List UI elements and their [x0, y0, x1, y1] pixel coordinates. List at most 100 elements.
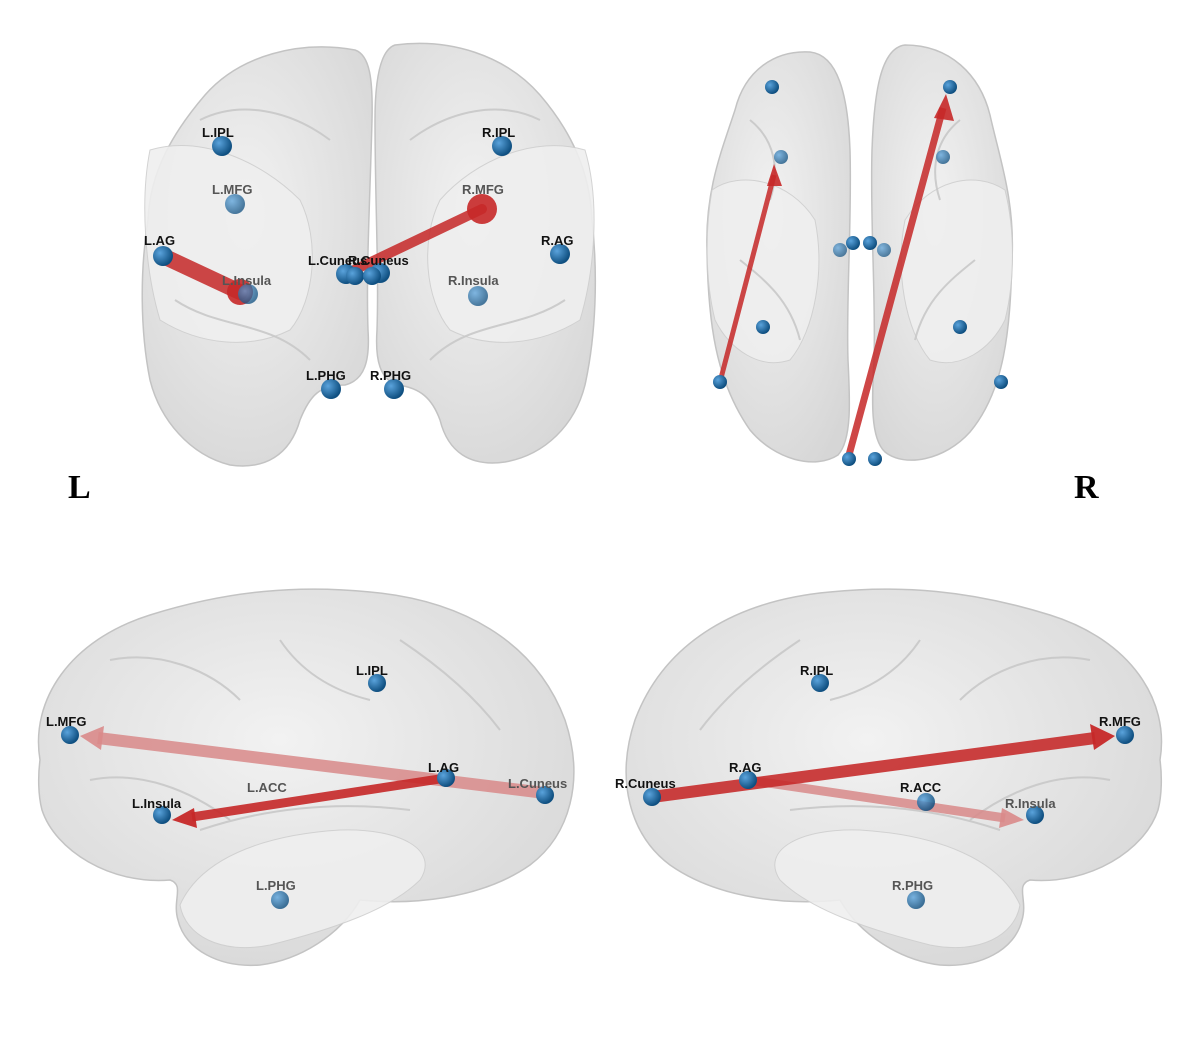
coronal-gyrus-4 [429, 299, 566, 361]
axial-lobe-overlay-right [900, 179, 1013, 364]
label-l-insula-sag: L.Insula [132, 796, 182, 811]
edge-head-r-mfg [467, 194, 497, 224]
node-r-ag [550, 244, 570, 264]
edge-head-r-mfg-sag [1090, 724, 1115, 750]
label-l-cuneus-sag: L.Cuneus [508, 776, 567, 791]
node-axial-11 [713, 375, 727, 389]
node-r-insula-sag [1026, 806, 1044, 824]
label-l-ipl: L.IPL [202, 125, 234, 140]
label-r-phg: R.PHG [370, 368, 411, 383]
edge-head-l-mfg [80, 726, 104, 750]
left-sag-gyrus-3 [399, 639, 501, 731]
right-sag-gyrus-3 [699, 639, 801, 731]
left-sag-gyrus-2 [279, 639, 371, 701]
node-l-cuneus-sag [536, 786, 554, 804]
node-l-insula [238, 284, 258, 304]
node-l-insula-sag [153, 806, 171, 824]
axial-gyrus-4 [914, 259, 976, 341]
label-r-ag-sag: R.AG [729, 760, 762, 775]
right-lateral-brain [625, 588, 1163, 967]
node-l-mfg-sag [61, 726, 79, 744]
node-l-ipl-sag [368, 674, 386, 692]
coronal-view: L.IPL R.IPL L.MFG R.MFG L.AG R.AG L.Insu… [141, 42, 597, 467]
label-l-acc-sag: L.ACC [247, 780, 287, 795]
edge-l-ag-to-l-insula [155, 248, 248, 300]
left-lateral-brain [37, 588, 575, 967]
label-r-mfg-sag: R.MFG [1099, 714, 1141, 729]
node-r-phg-sag [907, 891, 925, 909]
label-l-mfg-sag: L.MFG [46, 714, 86, 729]
label-l-mfg: L.MFG [212, 182, 252, 197]
label-r-insula-sag: R.Insula [1005, 796, 1056, 811]
edge-r-cuneus-to-r-mfg [651, 732, 1096, 803]
left-lobe-overlay [144, 145, 313, 343]
coronal-gyrus-1 [199, 108, 331, 141]
label-r-ipl: R.IPL [482, 125, 515, 140]
node-r-mfg-sag [1116, 726, 1134, 744]
node-axial-1 [765, 80, 779, 94]
node-l-cuneus-2 [346, 267, 364, 285]
edge-l-ag-to-l-insula [191, 773, 447, 822]
edge-head-r-insula [999, 808, 1024, 828]
axial-view [706, 44, 1014, 466]
left-side-label: L [68, 469, 91, 506]
node-r-ag-sag [739, 771, 757, 789]
node-axial-10 [953, 320, 967, 334]
right-sag-gyrus-2 [829, 639, 921, 701]
node-axial-3 [774, 150, 788, 164]
edge-l-cuneus-to-l-mfg [97, 732, 546, 799]
node-r-insula [468, 286, 488, 306]
axial-lobe-overlay-left [706, 179, 820, 364]
right-sag-gyrus-5 [789, 805, 1001, 831]
node-l-mfg [225, 194, 245, 214]
edge-l-cuneus-to-r-mfg [345, 204, 487, 277]
axial-gyrus-1 [749, 119, 776, 201]
edge-axial-left-head [767, 164, 782, 186]
node-axial-5 [833, 243, 847, 257]
label-l-ag-sag: L.AG [428, 760, 459, 775]
node-r-cuneus-2 [363, 267, 381, 285]
node-l-phg-sag [271, 891, 289, 909]
node-axial-4 [936, 150, 950, 164]
coronal-gyrus-2 [409, 108, 541, 141]
label-r-phg-sag: R.PHG [892, 878, 933, 893]
node-axial-13 [842, 452, 856, 466]
edge-head-l-insula-sag [172, 808, 197, 828]
label-r-mfg: R.MFG [462, 182, 504, 197]
left-temporal-lobe [179, 829, 426, 949]
node-axial-14 [868, 452, 882, 466]
right-temporal-lobe [774, 829, 1021, 949]
edge-r-ag-to-r-insula [747, 775, 1006, 823]
node-r-cuneus-sag [643, 788, 661, 806]
label-l-insula: L.Insula [222, 273, 272, 288]
node-axial-2 [943, 80, 957, 94]
label-l-cuneus: L.Cuneus [308, 253, 367, 268]
node-l-ag [153, 246, 173, 266]
label-l-phg: L.PHG [306, 368, 346, 383]
node-axial-12 [994, 375, 1008, 389]
node-r-ipl [492, 136, 512, 156]
left-sag-gyrus-5 [199, 805, 411, 831]
coronal-gyrus-3 [174, 299, 311, 361]
node-axial-9 [756, 320, 770, 334]
node-l-phg [321, 379, 341, 399]
node-l-ipl [212, 136, 232, 156]
edge-axial-right [845, 107, 947, 456]
label-l-ag: L.AG [144, 233, 175, 248]
left-sag-gyrus-1 [109, 656, 241, 701]
node-axial-8 [877, 243, 891, 257]
label-l-phg-sag: L.PHG [256, 878, 296, 893]
right-sag-gyrus-1 [959, 656, 1091, 701]
node-axial-6 [846, 236, 860, 250]
right-sagittal-view: R.IPL R.MFG R.Cuneus R.AG R.ACC R.Insula… [615, 588, 1163, 967]
label-r-acc-sag: R.ACC [900, 780, 942, 795]
left-sagittal-view: L.IPL L.MFG L.ACC L.AG L.Cuneus L.Insula… [37, 588, 575, 967]
label-r-cuneus-sag: R.Cuneus [615, 776, 676, 791]
edge-axial-right-head [934, 94, 954, 121]
node-r-phg [384, 379, 404, 399]
label-r-cuneus: R.Cuneus [348, 253, 409, 268]
node-axial-7 [863, 236, 877, 250]
label-r-insula: R.Insula [448, 273, 499, 288]
edge-axial-left [717, 174, 777, 383]
